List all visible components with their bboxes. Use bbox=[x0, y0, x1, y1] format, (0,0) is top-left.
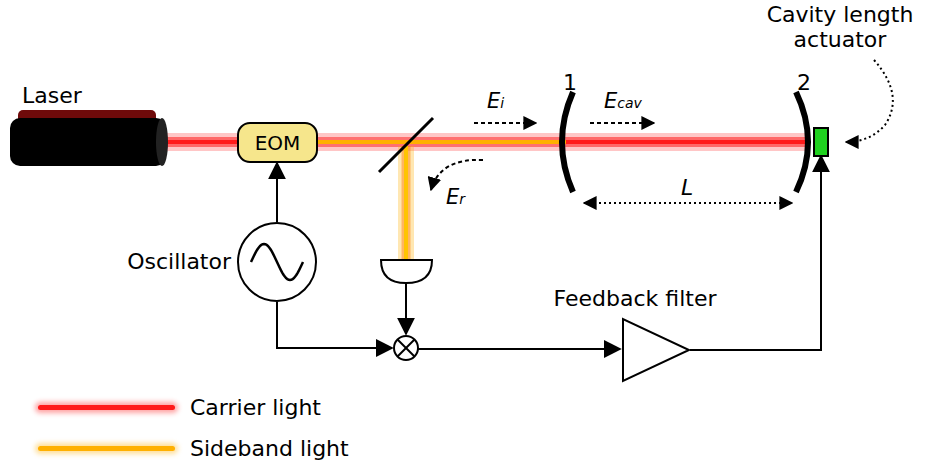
length-dimension bbox=[584, 202, 792, 204]
sideband-core bbox=[315, 140, 566, 144]
field-symbol: Ecav bbox=[604, 91, 642, 112]
node-label: Feedback filter bbox=[554, 287, 717, 311]
mixer-cross bbox=[398, 340, 415, 357]
field-arrow bbox=[590, 122, 654, 124]
node-label: Cavity length actuator bbox=[756, 2, 924, 53]
beam-glow bbox=[398, 146, 414, 262]
legend-text: Sideband light bbox=[190, 436, 349, 461]
cavity-beam bbox=[566, 142, 806, 143]
signal-wire bbox=[277, 302, 392, 348]
legend-swatch bbox=[38, 405, 175, 410]
laser-body-shape bbox=[10, 118, 166, 166]
field-label: Er bbox=[446, 186, 465, 208]
signal-wire bbox=[405, 283, 407, 334]
sideband-core bbox=[404, 146, 408, 262]
oscillator-outline bbox=[238, 223, 316, 301]
mixer-cross bbox=[398, 340, 415, 357]
oscillator-circle: Oscillator bbox=[237, 222, 317, 302]
legend-row: Sideband light bbox=[38, 436, 349, 461]
beam-glow bbox=[315, 137, 566, 147]
beam-core bbox=[566, 140, 806, 144]
cavity-actuator-shape bbox=[814, 128, 828, 156]
beam-glow bbox=[402, 146, 411, 262]
node-label: Laser bbox=[22, 84, 82, 108]
signal-wire bbox=[418, 348, 620, 350]
modulated-beam bbox=[315, 142, 566, 143]
input-mirror bbox=[562, 92, 573, 192]
oscillator-circle-shape bbox=[237, 222, 317, 302]
beam-splitter bbox=[379, 118, 433, 172]
beam-glow bbox=[566, 133, 806, 151]
beam-core bbox=[160, 140, 240, 144]
amplifier-triangle bbox=[623, 319, 689, 381]
signal-connector bbox=[690, 156, 821, 350]
feedback-filter-shape bbox=[622, 318, 690, 382]
laser-housing bbox=[10, 118, 166, 166]
field-arrow bbox=[474, 122, 536, 124]
signal-connector bbox=[276, 163, 278, 222]
eom-outline bbox=[238, 123, 317, 162]
legend-row: Carrier light bbox=[38, 395, 321, 420]
laser-aperture bbox=[156, 118, 168, 166]
actuator-block bbox=[814, 128, 828, 156]
node-label: Oscillator bbox=[127, 250, 231, 274]
legend-swatch bbox=[38, 446, 175, 451]
callout-number: 1 bbox=[563, 72, 577, 94]
beam-glow bbox=[160, 137, 240, 147]
field-symbol: Er bbox=[446, 187, 465, 208]
photodetector bbox=[381, 260, 432, 283]
mixer bbox=[394, 336, 418, 360]
legend-text: Carrier light bbox=[190, 395, 321, 420]
field-symbol: Ei bbox=[487, 91, 504, 112]
feedback-filter: Feedback filter bbox=[622, 318, 690, 382]
beam-glow bbox=[315, 133, 566, 151]
cavity-actuator: Cavity length actuator bbox=[814, 128, 828, 156]
carrier-beam bbox=[160, 142, 240, 143]
sine-symbol bbox=[251, 244, 303, 280]
field-label: Ei bbox=[487, 90, 504, 112]
reflected-beam bbox=[406, 146, 407, 262]
node-label: EOM bbox=[255, 132, 301, 154]
laser-body: Laser bbox=[10, 118, 166, 166]
beam-glow bbox=[566, 137, 806, 147]
field-label: Ecav bbox=[604, 90, 642, 112]
eom-box: EOM bbox=[237, 122, 318, 163]
dimension-label: L bbox=[681, 177, 693, 199]
leader-line bbox=[846, 60, 893, 142]
beam-glow bbox=[160, 133, 240, 151]
callout-number: 2 bbox=[797, 72, 811, 94]
end-mirror bbox=[796, 92, 808, 192]
